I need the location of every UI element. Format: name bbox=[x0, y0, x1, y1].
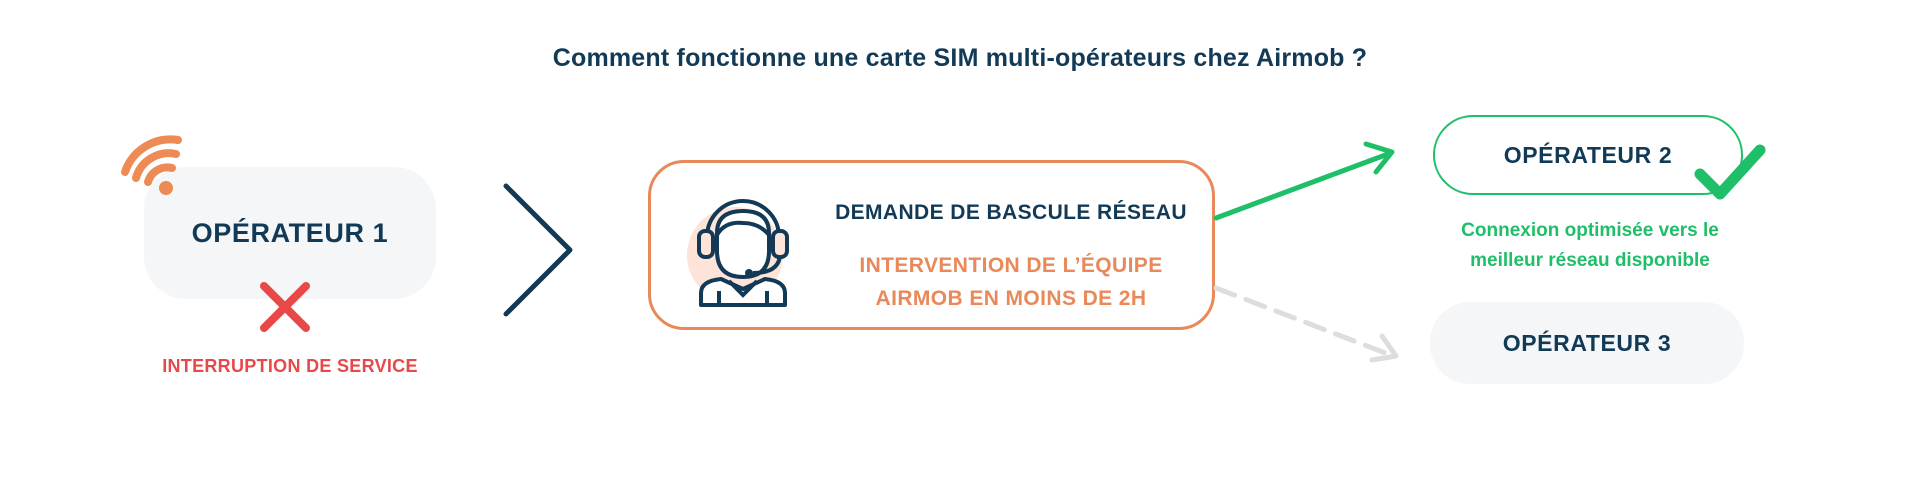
operator-3-label: OPÉRATEUR 3 bbox=[1502, 329, 1672, 356]
operator-3-pill: OPÉRATEUR 3 bbox=[1430, 302, 1744, 384]
operator-2-label: OPÉRATEUR 2 bbox=[1503, 141, 1673, 168]
chevron-right-icon bbox=[503, 183, 573, 317]
operator-2-pill: OPÉRATEUR 2 bbox=[1433, 115, 1743, 195]
operator-1-label: OPÉRATEUR 1 bbox=[191, 217, 389, 248]
check-icon bbox=[1694, 144, 1766, 200]
operator-2-caption: Connexion optimisée vers le meilleur rés… bbox=[1420, 216, 1760, 276]
intervention-line-1: INTERVENTION DE L’ÉQUIPE bbox=[859, 254, 1163, 277]
page-title: Comment fonctionne une carte SIM multi-o… bbox=[552, 44, 1368, 72]
operator-2-caption-line-1: Connexion optimisée vers le bbox=[1461, 220, 1719, 241]
green-arrow-to-operator-2 bbox=[1213, 141, 1395, 221]
operator-1-pill: OPÉRATEUR 1 bbox=[144, 167, 436, 299]
interruption-status: INTERRUPTION DE SERVICE bbox=[162, 356, 418, 376]
intervention-text: INTERVENTION DE L’ÉQUIPE AIRMOB EN MOINS… bbox=[821, 249, 1201, 315]
routing-arrows bbox=[1213, 141, 1399, 363]
dashed-arrow-to-operator-3 bbox=[1213, 285, 1399, 363]
support-agent-headset-icon bbox=[687, 199, 789, 307]
network-switch-request-box: DEMANDE DE BASCULE RÉSEAU INTERVENTION D… bbox=[648, 160, 1215, 330]
intervention-line-2: AIRMOB EN MOINS DE 2H bbox=[875, 287, 1147, 310]
red-x-icon bbox=[260, 282, 310, 332]
operator-2-caption-line-2: meilleur réseau disponible bbox=[1470, 250, 1710, 271]
wifi-icon bbox=[121, 135, 182, 195]
network-switch-request-label: DEMANDE DE BASCULE RÉSEAU bbox=[835, 201, 1187, 224]
